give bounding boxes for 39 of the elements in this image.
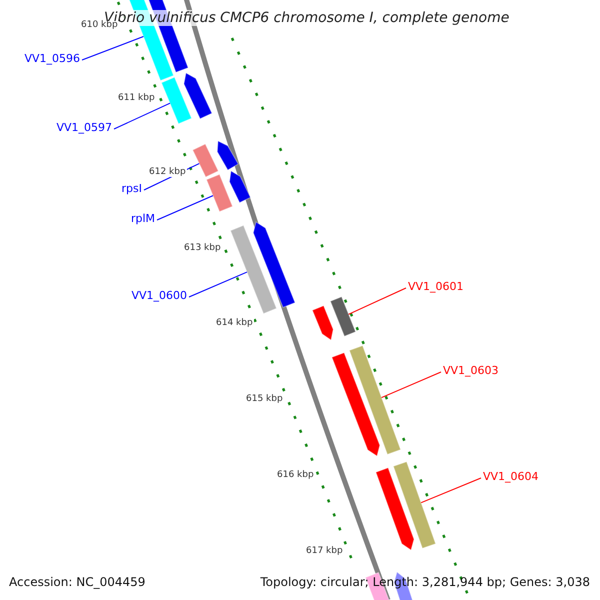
gene-bar [348,344,402,456]
gene-bar [312,305,334,341]
tick-label: 611 kbp [117,94,156,103]
gene-label: rpsI [122,183,142,194]
leader-line [381,372,442,398]
gene-bar [228,170,252,204]
gene-label: VV1_0600 [131,290,187,301]
gene-bar [206,174,234,212]
gene-bar [330,296,356,337]
leader-line [114,102,171,130]
gene-bar [160,76,192,124]
tick-label: 616 kbp [276,471,315,480]
gene-bar [216,140,239,171]
tick-label: 617 kbp [305,547,344,556]
gene-label: VV1_0601 [408,281,464,292]
gene-label: VV1_0597 [56,122,112,133]
gene-label: VV1_0596 [24,53,80,64]
leader-line [156,195,214,220]
gene-bar [230,224,278,314]
gene-label: rplM [130,213,155,224]
leader-line [82,36,144,60]
leader-line [420,478,482,504]
gene-bar [252,221,296,308]
gene-label: VV1_0604 [483,471,539,482]
tick-label: 614 kbp [215,319,254,328]
gene-label: VV1_0603 [443,365,499,376]
tick-label: 613 kbp [183,244,222,253]
gene-bar [192,143,219,178]
tick-label: 612 kbp [148,168,187,177]
gene-bar [331,352,380,457]
footer-text: Topology: circular; Length: 3,281,944 bp; Genes: 3,038 [260,576,590,588]
gene-bar [183,72,213,120]
leader-line [348,288,406,315]
leader-line [188,272,248,298]
footer-text: Accession: NC_004459 [9,576,146,588]
tick-label: 610 kbp [80,21,119,30]
tick-label: 615 kbp [245,395,284,404]
gene-bar [392,461,436,549]
gene-bar [375,467,415,551]
